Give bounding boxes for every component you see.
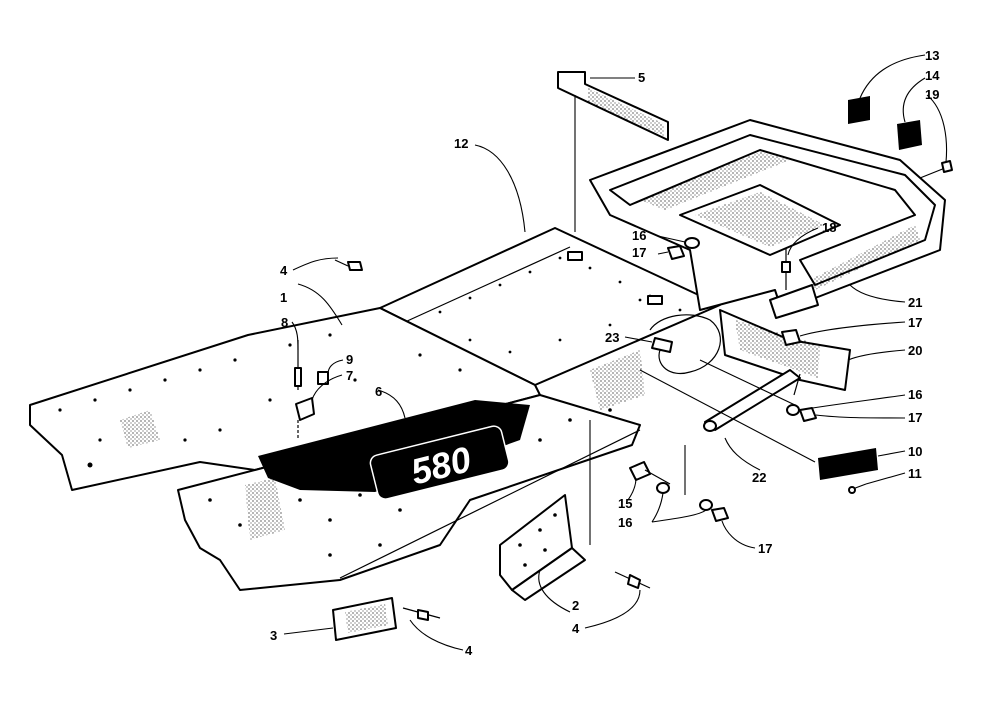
reflector-13-part	[848, 96, 870, 124]
bracket-2-part	[499, 494, 586, 601]
callout-20: 20	[908, 343, 922, 358]
rod-22-part	[703, 369, 801, 432]
reflector-14-part	[897, 120, 922, 150]
callout-13: 13	[925, 48, 939, 63]
callout-4a: 4	[280, 263, 288, 278]
callout-22: 22	[752, 470, 766, 485]
callout-15: 15	[618, 496, 632, 511]
nut-17-part	[711, 507, 729, 522]
pin-4-top	[334, 259, 363, 271]
callout-23: 23	[605, 330, 619, 345]
nut-17-upper	[667, 245, 685, 260]
callout-17c: 17	[908, 410, 922, 425]
callout-19: 19	[925, 87, 939, 102]
cable-23-part	[649, 314, 721, 374]
callout-14: 14	[925, 68, 940, 83]
callout-10: 10	[908, 444, 922, 459]
callout-8: 8	[281, 315, 288, 330]
plate-3-part	[332, 597, 397, 641]
panel-holes	[58, 333, 462, 468]
callout-9: 9	[346, 352, 353, 367]
flap-part	[557, 71, 669, 141]
callout-21: 21	[908, 295, 922, 310]
bracket-7-part	[295, 397, 315, 421]
nut-17-right	[781, 329, 801, 346]
leader-lines	[283, 54, 948, 651]
callout-7: 7	[346, 368, 353, 383]
callout-1: 1	[280, 290, 287, 305]
bolt-15-part	[629, 461, 671, 485]
pin-4-bottom-right	[614, 571, 651, 589]
reflector-10-part	[818, 448, 878, 480]
rear-bumper-21-part	[589, 119, 946, 319]
bracket-holes	[518, 513, 557, 567]
callout-12: 12	[454, 136, 468, 151]
callout-11: 11	[908, 466, 922, 481]
tunnel-holes	[438, 256, 682, 354]
callout-4b: 4	[465, 643, 473, 658]
callout-17d: 17	[758, 541, 772, 556]
washer-16-upper	[684, 237, 700, 249]
bolt-18-part	[781, 248, 791, 290]
callouts: 1 2 3 4 4 4 5 6 7 8 9 10 11 12 13 14 15 …	[270, 48, 940, 658]
logo-decal-part: 580	[258, 400, 530, 500]
pin-4-bottom-left	[402, 607, 441, 621]
callout-2: 2	[572, 598, 579, 613]
assembly-guide-lines	[574, 95, 816, 545]
front-tunnel-part	[29, 307, 541, 491]
callout-18: 18	[822, 220, 836, 235]
callout-17b: 17	[908, 315, 922, 330]
callout-16b: 16	[908, 387, 922, 402]
callout-4c: 4	[572, 621, 580, 636]
screw-11-part	[848, 483, 867, 494]
washer-16-right	[786, 404, 800, 416]
callout-3: 3	[270, 628, 277, 643]
callout-6: 6	[375, 384, 382, 399]
callout-17a: 17	[632, 245, 646, 260]
screw-19-part	[919, 160, 953, 179]
callout-16a: 16	[632, 228, 646, 243]
callout-5: 5	[638, 70, 645, 85]
callout-16c: 16	[618, 515, 632, 530]
